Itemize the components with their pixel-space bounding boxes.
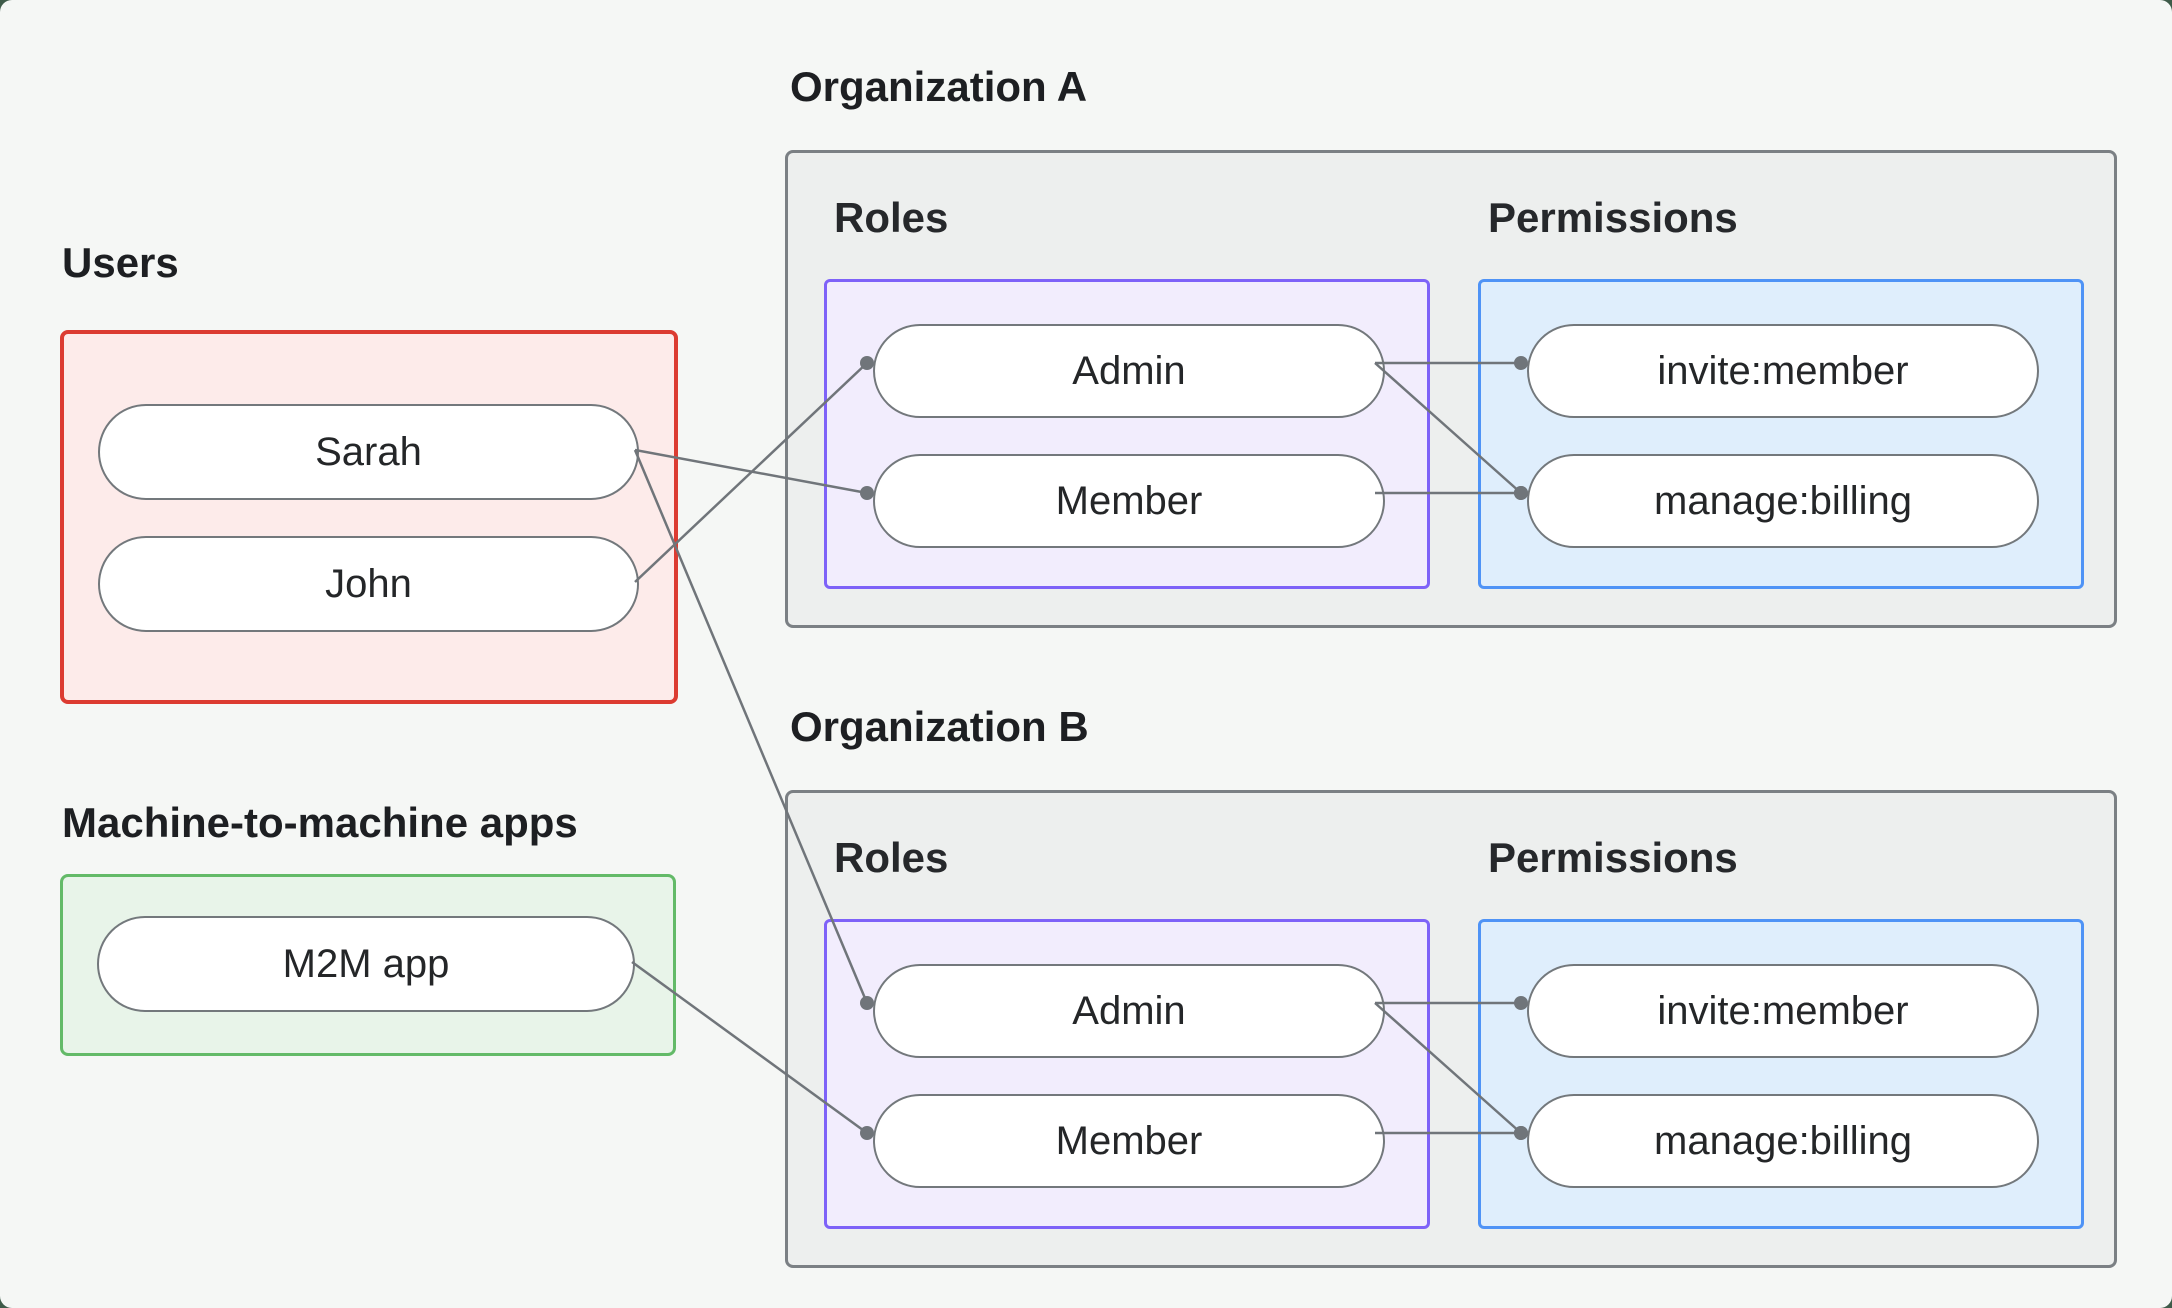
org-a-permissions-label: Permissions <box>1488 194 1738 241</box>
org-b-roles-box: Admin Member <box>824 919 1430 1229</box>
org-b-title: Organization B <box>790 703 1089 750</box>
users-group-box: Sarah John <box>60 330 678 704</box>
m2m-group-box: M2M app <box>60 874 676 1056</box>
m2m-app-node: M2M app <box>97 916 635 1012</box>
org-b-permissions-box: invite:member manage:billing <box>1478 919 2084 1229</box>
org-b-role-admin: Admin <box>873 964 1385 1058</box>
org-a-permission-invite-member: invite:member <box>1527 324 2039 418</box>
org-a-roles-label: Roles <box>834 194 949 241</box>
org-b-box: Roles Permissions Admin Member invite:me… <box>785 790 2117 1268</box>
org-b-permission-manage-billing: manage:billing <box>1527 1094 2039 1188</box>
org-a-roles-box: Admin Member <box>824 279 1430 589</box>
user-node-sarah: Sarah <box>98 404 639 500</box>
org-a-title: Organization A <box>790 63 1088 110</box>
user-node-john: John <box>98 536 639 632</box>
m2m-section-label: Machine-to-machine apps <box>62 799 578 846</box>
users-section-label: Users <box>62 239 179 286</box>
org-a-permission-manage-billing: manage:billing <box>1527 454 2039 548</box>
org-a-permissions-box: invite:member manage:billing <box>1478 279 2084 589</box>
org-b-permissions-label: Permissions <box>1488 834 1738 881</box>
org-a-role-member: Member <box>873 454 1385 548</box>
org-a-role-admin: Admin <box>873 324 1385 418</box>
org-b-permission-invite-member: invite:member <box>1527 964 2039 1058</box>
org-b-role-member: Member <box>873 1094 1385 1188</box>
org-a-box: Roles Permissions Admin Member invite:me… <box>785 150 2117 628</box>
org-b-roles-label: Roles <box>834 834 949 881</box>
